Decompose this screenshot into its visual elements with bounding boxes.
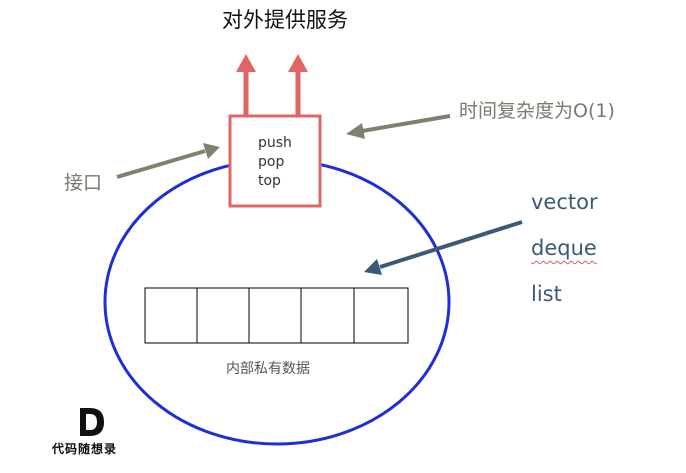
container-arrow [364, 220, 523, 275]
container-deque: deque [531, 236, 597, 260]
operation-push: push [258, 135, 292, 151]
interface-label: 接口 [64, 172, 103, 194]
service-arrow-left [236, 54, 256, 116]
interface-arrow [116, 143, 220, 179]
operation-pop: pop [258, 154, 285, 170]
diagram-title: 对外提供服务 [222, 8, 348, 32]
operations-list: push pop top [232, 134, 317, 191]
data-cells [144, 287, 409, 344]
service-arrow-right [288, 54, 308, 116]
data-cell [248, 287, 302, 344]
container-vector: vector [531, 190, 598, 214]
data-cell [196, 287, 250, 344]
private-data-label: 内部私有数据 [226, 361, 310, 377]
logo-mark [80, 408, 104, 436]
operation-top: top [258, 173, 281, 189]
data-cell [353, 287, 409, 344]
complexity-arrow [346, 114, 451, 139]
container-list: list [531, 282, 562, 306]
interface-box [228, 114, 322, 208]
complexity-label: 时间复杂度为O(1) [459, 100, 615, 122]
logo-text: 代码随想录 [52, 442, 118, 456]
data-cell [300, 287, 355, 344]
container-deque-text: deque [531, 236, 597, 260]
data-cell [144, 287, 198, 344]
